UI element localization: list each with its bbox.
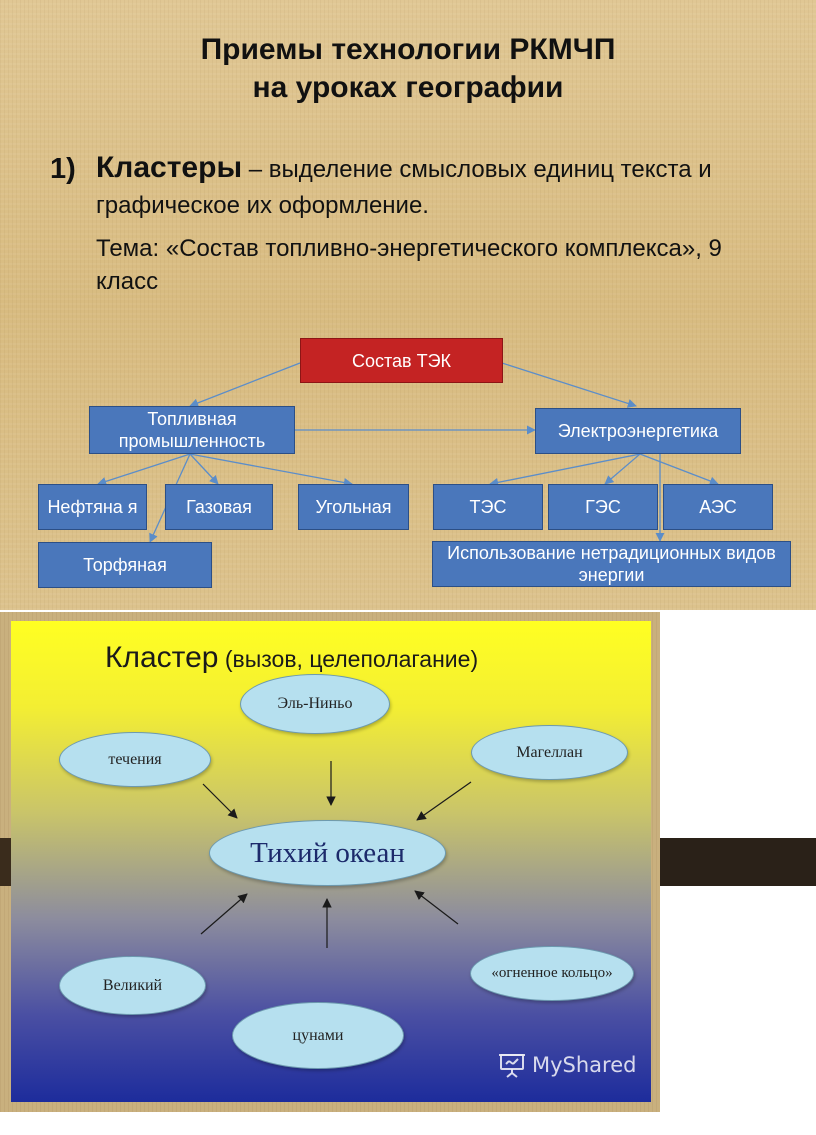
node-electro-energetics-label: Электроэнергетика: [557, 421, 719, 441]
connector-electro-aes: [639, 453, 719, 486]
watermark-text: MyShared: [532, 1053, 637, 1077]
arrow-currents: [202, 783, 238, 819]
cluster-node-great: Великий: [59, 956, 206, 1015]
connector-fuel-oil: [97, 453, 191, 486]
node-electro-energetics: Электроэнергетика: [535, 408, 741, 454]
cluster-center-pacific: Тихий океан: [209, 820, 446, 886]
cluster-definition-text: – выделение смысловых единиц текста и гр…: [96, 156, 712, 219]
cluster-node-elnino: Эль-Ниньо: [240, 674, 390, 734]
cluster-node-tsunami: цунами: [232, 1002, 404, 1069]
cluster-node-magellan: Магеллан: [471, 725, 628, 780]
myshared-watermark: MyShared: [498, 1052, 636, 1078]
slide-title-subtitle: (вызов, целеполагание): [218, 646, 479, 672]
connector-fuel-gas: [189, 453, 219, 485]
node-fuel-industry-label: Топливная промышленность: [118, 409, 266, 451]
cluster-center-label: Тихий океан: [250, 836, 405, 869]
cluster-node-fire-ring: «огненное кольцо»: [470, 946, 634, 1001]
node-ges: ГЭС: [548, 484, 658, 530]
connector-electro-tes: [489, 453, 641, 487]
node-ges-label: ГЭС: [585, 497, 621, 517]
cluster-node-elnino-label: Эль-Ниньо: [277, 695, 353, 712]
slide-title: Кластер (вызов, целеполагание): [105, 641, 478, 675]
arrow-great: [200, 893, 248, 935]
list-number: 1): [50, 153, 76, 185]
connector-fuel-coal: [189, 453, 353, 487]
node-tek-composition-label: Состав ТЭК: [351, 350, 452, 371]
cluster-node-tsunami-label: цунами: [292, 1026, 344, 1044]
node-gas: Газовая: [165, 484, 273, 530]
node-aes-label: АЭС: [699, 497, 737, 517]
node-fuel-industry: Топливная промышленность: [89, 406, 295, 454]
slide-pacific-cluster: Кластер (вызов, целеполагание) Тихий оке…: [11, 621, 651, 1102]
cluster-node-fire-ring-label: «огненное кольцо»: [491, 965, 613, 981]
cluster-node-great-label: Великий: [102, 976, 163, 994]
slide-title-main: Кластер: [105, 641, 219, 674]
node-oil-label: Нефтяна я: [47, 497, 138, 517]
cluster-term: Кластеры: [96, 151, 243, 184]
slide-title-line-1: Приемы технологии РКМЧП: [200, 33, 616, 66]
connector-root-fuel: [189, 362, 301, 408]
arrow-ring: [414, 890, 459, 925]
node-tek-composition: Состав ТЭК: [300, 338, 503, 383]
slide-tek-clusters: Приемы технологии РКМЧП на уроках геогра…: [0, 0, 816, 610]
node-oil: Нефтяна я: [38, 484, 147, 530]
node-coal: Угольная: [298, 484, 409, 530]
arrow-magellan: [416, 781, 472, 821]
cluster-definition: Кластеры – выделение смысловых единиц те…: [96, 150, 776, 224]
node-coal-label: Угольная: [315, 497, 392, 517]
presentation-board-icon: [499, 1054, 525, 1078]
node-peat: Торфяная: [38, 542, 212, 588]
node-gas-label: Газовая: [186, 497, 252, 517]
node-peat-label: Торфяная: [83, 555, 167, 575]
node-nontraditional-energy: Использование нетрадиционных видов энерг…: [432, 541, 791, 587]
connector-root-electro: [501, 362, 637, 408]
connector-electro-ges: [604, 453, 641, 485]
slide-title-line-2: на уроках географии: [252, 71, 564, 104]
lesson-topic: Тема: «Состав топливно-энергетического к…: [96, 235, 722, 295]
cluster-node-magellan-label: Магеллан: [516, 743, 583, 761]
cluster-arrows: [200, 761, 472, 948]
cluster-node-currents: течения: [59, 732, 211, 787]
node-tes-label: ТЭС: [469, 497, 507, 517]
cluster-node-currents-label: течения: [108, 750, 162, 768]
node-nontraditional-energy-label: Использование нетрадиционных видов энерг…: [447, 543, 776, 585]
node-aes: АЭС: [663, 484, 773, 530]
node-tes: ТЭС: [433, 484, 543, 530]
